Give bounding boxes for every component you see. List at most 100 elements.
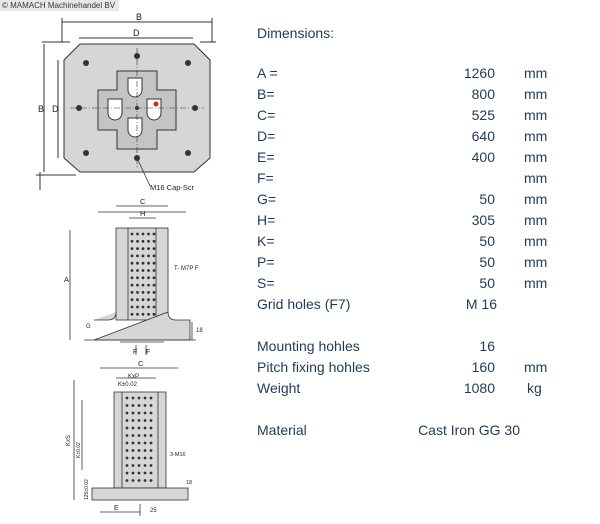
bottom-elevation-drawing bbox=[73, 367, 189, 516]
side-b-label: B bbox=[38, 104, 44, 114]
spec-unit: mm bbox=[524, 128, 548, 144]
middle-f-label-2: F bbox=[146, 349, 150, 356]
grid-hole bbox=[152, 283, 156, 287]
grid-hole bbox=[141, 291, 145, 294]
grid-hole bbox=[137, 471, 141, 475]
spec-unit: mm bbox=[524, 107, 548, 123]
grid-hole bbox=[152, 254, 156, 258]
grid-hole bbox=[131, 441, 135, 445]
grid-hole bbox=[149, 426, 153, 430]
spec-unit: mm bbox=[524, 86, 548, 102]
grid-hole bbox=[136, 312, 139, 316]
screw-label: M16 Cap-Scr bbox=[150, 183, 195, 192]
grid-hole bbox=[152, 247, 156, 251]
middle-h-label: H bbox=[140, 209, 145, 218]
grid-hole bbox=[143, 464, 147, 467]
grid-hole bbox=[141, 261, 145, 265]
spec-label: P= bbox=[257, 254, 275, 270]
grid-hole bbox=[137, 434, 141, 437]
spec-label: G= bbox=[257, 191, 277, 207]
spec-value: Cast Iron GG 30 bbox=[418, 422, 520, 438]
grid-hole bbox=[152, 269, 156, 272]
grid-hole bbox=[130, 312, 134, 316]
spec-value: 640 bbox=[471, 128, 495, 144]
grid-hole bbox=[136, 254, 139, 258]
grid-hole bbox=[149, 396, 153, 400]
spec-value: 16 bbox=[479, 338, 495, 354]
spec-label: Grid holes (F7) bbox=[257, 296, 351, 312]
grid-hole bbox=[136, 276, 139, 280]
spec-label: E= bbox=[257, 149, 275, 165]
grid-hole bbox=[147, 269, 150, 272]
grid-hole bbox=[147, 232, 150, 236]
grid-hole bbox=[143, 396, 147, 400]
grid-hole bbox=[141, 312, 145, 316]
spec-row-material: Material Cast Iron GG 30 bbox=[0, 422, 600, 442]
grid-hole bbox=[131, 404, 135, 407]
grid-hole bbox=[152, 276, 156, 280]
spec-row-a: A = 1260 mm bbox=[0, 65, 600, 85]
grid-hole bbox=[143, 441, 147, 445]
grid-hole bbox=[125, 396, 129, 400]
bottom-k-label: K±0.02 bbox=[118, 382, 138, 388]
grid-hole bbox=[136, 239, 139, 243]
grid-hole bbox=[125, 411, 129, 415]
grid-hole bbox=[147, 261, 150, 265]
grid-hole bbox=[137, 456, 141, 460]
bottom-25-label: 25 bbox=[150, 508, 157, 514]
grid-hole bbox=[137, 441, 141, 445]
spec-row-e: E= 400 mm bbox=[0, 149, 600, 169]
grid-hole bbox=[125, 479, 129, 482]
middle-g-label: G bbox=[86, 324, 91, 330]
spec-value: 305 bbox=[471, 212, 495, 228]
grid-hole bbox=[131, 456, 135, 460]
grid-hole bbox=[130, 261, 134, 265]
spec-unit: mm bbox=[524, 254, 548, 270]
spec-row-s: S= 50 mm bbox=[0, 275, 600, 295]
spec-value: 1260 bbox=[463, 65, 495, 81]
grid-hole bbox=[141, 305, 145, 309]
grid-hole bbox=[130, 283, 134, 287]
grid-hole bbox=[147, 247, 150, 251]
grid-hole bbox=[141, 298, 145, 302]
technical-drawings: B D B D M16 Cap-Scr C H A T- M7P F G 18 … bbox=[36, 12, 216, 516]
grid-hole bbox=[143, 449, 147, 452]
spec-label: D= bbox=[257, 128, 276, 144]
spec-label: B= bbox=[257, 86, 275, 102]
spec-value: 50 bbox=[479, 191, 495, 207]
grid-hole bbox=[152, 305, 156, 309]
grid-hole bbox=[149, 456, 153, 460]
spec-value: 160 bbox=[471, 359, 495, 375]
grid-hole bbox=[137, 419, 141, 422]
grid-hole bbox=[131, 396, 135, 400]
grid-hole bbox=[130, 291, 134, 294]
grid-hole bbox=[149, 434, 153, 437]
middle-c-label: C bbox=[140, 197, 146, 206]
spec-row-mounting-holes: Mounting hohles 16 bbox=[0, 338, 600, 358]
grid-hole bbox=[136, 298, 139, 302]
grid-hole bbox=[130, 232, 134, 236]
bottom-125-label: 125±0.02 bbox=[84, 479, 90, 500]
grid-hole bbox=[147, 276, 150, 280]
grid-hole bbox=[143, 411, 147, 415]
spec-unit: mm bbox=[524, 212, 548, 228]
grid-hole bbox=[130, 269, 134, 272]
bottom-c-label: C bbox=[138, 359, 144, 368]
grid-hole bbox=[152, 239, 156, 243]
grid-hole bbox=[149, 419, 153, 422]
spec-value: 525 bbox=[471, 107, 495, 123]
spec-label: C= bbox=[257, 107, 276, 123]
grid-hole bbox=[143, 419, 147, 422]
spec-row-weight: Weight 1080 kg bbox=[0, 380, 600, 400]
spec-value: 400 bbox=[471, 149, 495, 165]
grid-hole bbox=[137, 396, 141, 400]
grid-hole bbox=[136, 261, 139, 265]
spec-value: 50 bbox=[479, 275, 495, 291]
side-d-label: D bbox=[52, 104, 59, 114]
grid-hole bbox=[147, 291, 150, 294]
grid-hole bbox=[152, 298, 156, 302]
bottom-m16-label: 3-M16 bbox=[170, 452, 186, 458]
bottom-kxs-label: KxS bbox=[66, 435, 72, 446]
spec-row-p: P= 50 mm bbox=[0, 254, 600, 274]
